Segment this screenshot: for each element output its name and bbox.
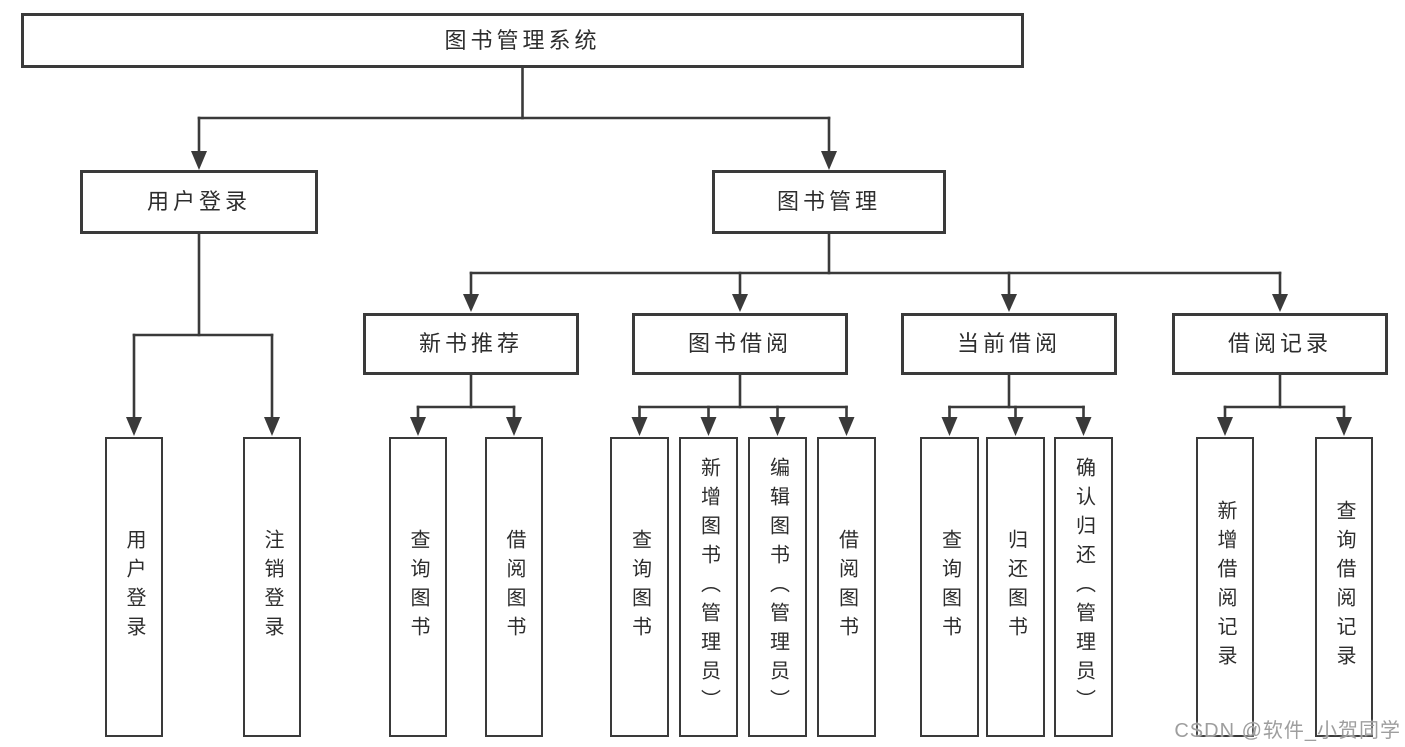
node-borrow-records: 借阅记录: [1172, 313, 1388, 375]
leaf-query-borrow-record: 查询借阅记录: [1315, 437, 1373, 737]
watermark: CSDN @软件_小贺同学: [1174, 720, 1401, 742]
leaf-user-login-label: 用户登录: [123, 529, 145, 645]
leaf-add-borrow-record-label: 新增借阅记录: [1214, 500, 1236, 674]
leaf-edit-book-admin-label: 编辑图书（管理员）: [766, 456, 789, 718]
leaf-borrow-query-books-label: 查询图书: [628, 529, 651, 645]
leaf-borrow-borrow-books-label: 借阅图书: [835, 529, 858, 645]
node-user-login: 用户登录: [80, 170, 318, 234]
node-new-book-recommend: 新书推荐: [363, 313, 579, 375]
leaf-add-book-admin-label: 新增图书（管理员）: [697, 456, 720, 718]
leaf-recommend-query-books-label: 查询图书: [407, 529, 429, 645]
leaf-recommend-query-books: 查询图书: [389, 437, 447, 737]
leaf-user-login: 用户登录: [105, 437, 163, 737]
leaf-edit-book-admin: 编辑图书（管理员）: [748, 437, 807, 737]
leaf-logout: 注销登录: [243, 437, 301, 737]
leaf-add-book-admin: 新增图书（管理员）: [679, 437, 738, 737]
leaf-return-book: 归还图书: [986, 437, 1045, 737]
connector-book-management-children: [463, 232, 1288, 312]
node-current-borrow: 当前借阅: [901, 313, 1117, 375]
connector-records-children: [1217, 373, 1352, 436]
leaf-borrow-borrow-books: 借阅图书: [817, 437, 876, 737]
leaf-add-borrow-record: 新增借阅记录: [1196, 437, 1254, 737]
connector-recommend-children: [410, 373, 522, 436]
leaf-borrow-query-books: 查询图书: [610, 437, 669, 737]
node-system-root: 图书管理系统: [21, 13, 1024, 68]
leaf-logout-label: 注销登录: [261, 529, 283, 645]
leaf-recommend-borrow-books-label: 借阅图书: [503, 529, 525, 645]
connector-borrow-children: [631, 373, 855, 436]
leaf-recommend-borrow-books: 借阅图书: [485, 437, 543, 737]
connector-user-login-children: [126, 232, 280, 436]
leaf-query-borrow-record-label: 查询借阅记录: [1333, 500, 1355, 674]
node-book-management: 图书管理: [712, 170, 946, 234]
leaf-return-book-label: 归还图书: [1004, 529, 1027, 645]
connector-current-children: [941, 373, 1092, 436]
node-book-borrow: 图书借阅: [632, 313, 848, 375]
leaf-current-query-books-label: 查询图书: [938, 529, 961, 645]
leaf-confirm-return-admin: 确认归还（管理员）: [1054, 437, 1113, 737]
leaf-current-query-books: 查询图书: [920, 437, 979, 737]
leaf-confirm-return-admin-label: 确认归还（管理员）: [1072, 456, 1095, 718]
connector-root-to-level2: [191, 66, 837, 170]
